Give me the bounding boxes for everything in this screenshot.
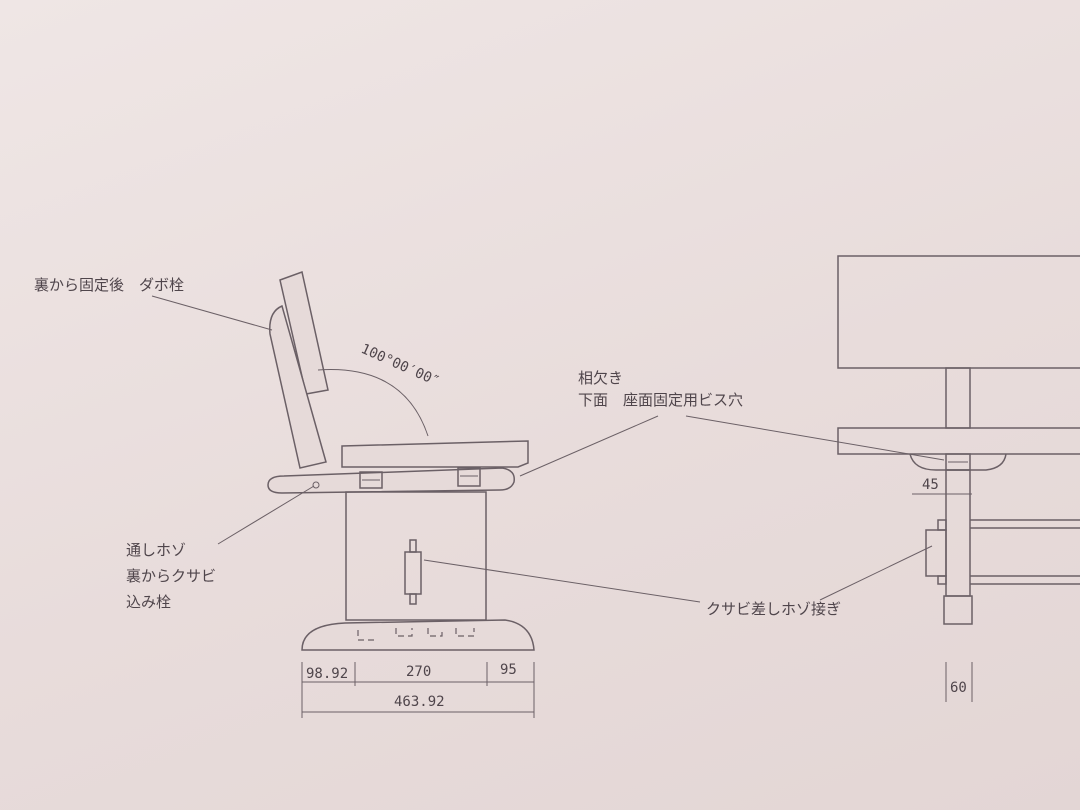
angle-arc bbox=[317, 369, 429, 437]
dim-total-depth: 463.92 bbox=[394, 694, 445, 710]
dim-center-span: 270 bbox=[406, 664, 431, 680]
leader-notch-left bbox=[519, 415, 659, 477]
seat-board bbox=[341, 440, 529, 468]
front-foot bbox=[943, 595, 973, 625]
notch-front bbox=[457, 467, 481, 487]
front-wedge bbox=[925, 529, 947, 577]
foot-base bbox=[301, 619, 535, 651]
tenon-bottom bbox=[409, 593, 417, 605]
mortise-label-3: 込み栓 bbox=[126, 593, 171, 611]
leader-dowel bbox=[151, 295, 273, 331]
dim-right-overhang: 95 bbox=[500, 662, 517, 678]
leader-notch-right bbox=[685, 415, 945, 461]
mortise-label-1: 通しホゾ bbox=[126, 541, 186, 559]
tenon-top bbox=[409, 539, 417, 553]
side-panel bbox=[345, 491, 487, 621]
wedge-tenon bbox=[404, 551, 422, 595]
dim-front-notch: 45 bbox=[922, 477, 939, 493]
leader-wedge-left bbox=[423, 559, 701, 603]
front-wedge-bottom bbox=[937, 575, 947, 585]
backrest-board bbox=[279, 271, 329, 395]
hidden-joint-1 bbox=[357, 630, 378, 641]
notch-rear bbox=[359, 471, 383, 489]
front-backrest bbox=[837, 255, 1080, 369]
side-rail bbox=[267, 467, 515, 494]
dim-front-leg-width: 60 bbox=[950, 680, 967, 696]
leader-mortise bbox=[217, 485, 315, 545]
back-support-post bbox=[269, 304, 327, 469]
notch-label-1: 相欠き bbox=[578, 369, 623, 387]
hidden-joint-3 bbox=[427, 628, 443, 637]
hidden-joint-2 bbox=[395, 628, 413, 637]
notch-label-2: 下面 座面固定用ビス穴 bbox=[578, 391, 743, 409]
dowel-note: 裏から固定後 ダボ栓 bbox=[34, 276, 184, 294]
hidden-joint-4 bbox=[455, 628, 475, 637]
mortise-label-2: 裏からクサビ bbox=[126, 567, 216, 585]
front-leg bbox=[945, 469, 971, 597]
wedge-tenon-label: クサビ差しホゾ接ぎ bbox=[706, 600, 841, 618]
peg-hole bbox=[312, 481, 320, 489]
front-wedge-top bbox=[937, 519, 947, 531]
leader-wedge-right bbox=[819, 545, 933, 601]
front-back-post bbox=[945, 367, 971, 429]
dim-left-overhang: 98.92 bbox=[306, 666, 348, 682]
front-seat bbox=[837, 427, 1080, 455]
angle-label: 100°00′00″ bbox=[358, 341, 442, 390]
